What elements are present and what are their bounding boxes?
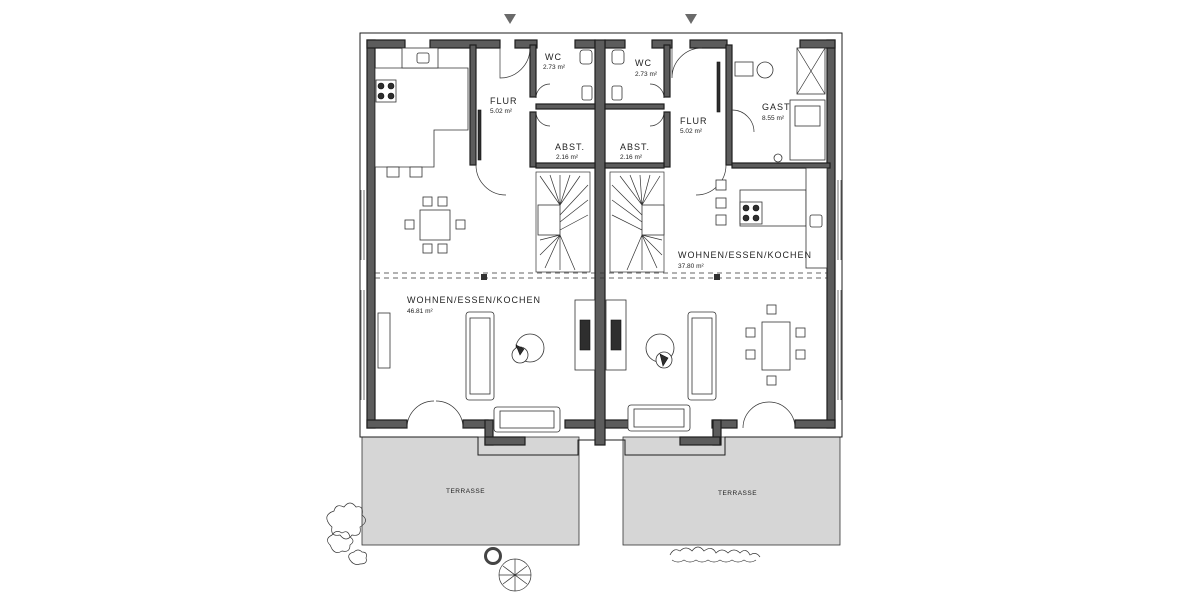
staircase-right: [609, 171, 665, 273]
room-label-wc-left: WC: [545, 52, 562, 62]
staircase-left: [535, 171, 591, 273]
room-label-flur-left: FLUR: [490, 96, 518, 106]
room-label-abst-right: ABST.: [620, 142, 650, 152]
room-area-living-left: 46.81 m²: [407, 308, 433, 315]
dining-left: [404, 196, 466, 254]
wc-fixtures: [477, 49, 721, 161]
column-marker: [714, 274, 720, 280]
room-label-gast: GAST: [762, 102, 791, 112]
room-area-wc-left: 2.73 m²: [543, 64, 566, 71]
windows: [360, 180, 842, 400]
shrub-icon: [484, 547, 532, 592]
room-area-flur-left: 5.02 m²: [490, 108, 513, 115]
triangle-down-icon: [504, 14, 516, 24]
room-area-wc-right: 2.73 m²: [635, 71, 658, 78]
terrace-label-right: TERRASSE: [718, 490, 757, 497]
guest-room-furniture: [734, 47, 826, 163]
kitchen-left: [374, 47, 469, 178]
room-label-abst-left: ABST.: [555, 142, 585, 152]
doors: [406, 47, 796, 429]
room-area-flur-right: 5.02 m²: [680, 128, 703, 135]
triangle-down-icon: [685, 14, 697, 24]
interior-walls: [469, 44, 831, 169]
room-label-living-left: WOHNEN/ESSEN/KOCHEN: [407, 295, 541, 305]
room-area-abst-right: 2.16 m²: [620, 154, 643, 161]
tree-icon: [326, 502, 367, 565]
room-area-abst-left: 2.16 m²: [556, 154, 579, 161]
room-label-living-right: WOHNEN/ESSEN/KOCHEN: [678, 250, 812, 260]
column-marker: [481, 274, 487, 280]
room-label-flur-right: FLUR: [680, 116, 708, 126]
living-left: [377, 299, 596, 433]
kitchen-right: [715, 167, 828, 269]
room-area-living-right: 37.80 m²: [678, 263, 704, 270]
living-right: [605, 299, 806, 432]
building-outline: [359, 32, 843, 456]
hedge: [669, 546, 761, 563]
room-label-wc-right: WC: [635, 58, 652, 68]
room-area-gast: 8.55 m²: [762, 115, 785, 122]
exterior-walls: [366, 39, 836, 446]
terrace-label-left: TERRASSE: [446, 488, 485, 495]
